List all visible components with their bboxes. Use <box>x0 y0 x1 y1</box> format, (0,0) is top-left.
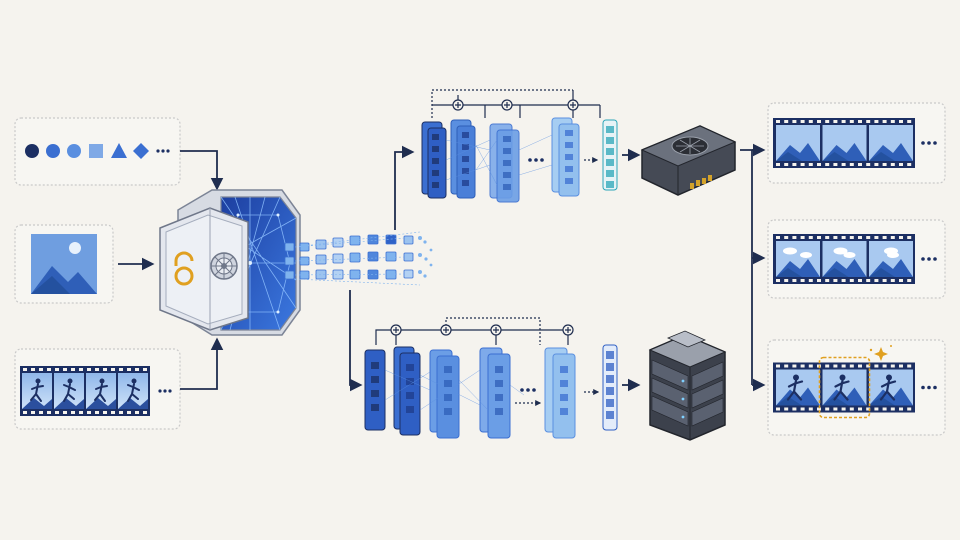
input-primitives-panel <box>14 117 181 186</box>
input-arrows <box>118 150 224 390</box>
ellipsis-icon <box>921 141 937 145</box>
lower-branch <box>364 317 641 439</box>
filmstrip-clouds-icon <box>773 234 915 284</box>
branch-arrows <box>349 145 415 392</box>
arrow-primitives-to-vault <box>180 150 224 191</box>
input-image-panel <box>14 224 114 304</box>
input-video-panel <box>14 348 181 430</box>
open-vault-icon <box>159 189 301 336</box>
gpu-card-icon <box>640 125 737 196</box>
filmstrip-mountains-icon <box>773 118 915 168</box>
dial-icon <box>210 252 238 280</box>
ellipsis-icon <box>156 149 170 153</box>
ellipsis-icon <box>921 385 937 390</box>
arrow-to-lower-branch <box>349 290 363 392</box>
output-panel-1 <box>767 102 946 184</box>
triangle-blue-icon <box>111 143 127 158</box>
ellipsis-icon <box>520 388 536 392</box>
server-rack-icon <box>648 330 727 441</box>
sparkle-icon <box>869 345 892 361</box>
ellipsis-icon <box>158 389 172 393</box>
circle-blue-icon <box>46 144 60 158</box>
arrow-video-to-vault <box>180 337 224 390</box>
square-light-icon <box>89 144 103 158</box>
plus-node-icon <box>390 324 574 336</box>
ellipsis-icon <box>528 158 544 162</box>
arrow-to-upper-branch <box>394 145 415 230</box>
circle-dark-icon <box>25 144 39 158</box>
output-panel-2 <box>767 219 946 299</box>
token-stream <box>284 231 433 286</box>
layer-stack <box>364 344 618 439</box>
plus-node-icon <box>452 99 579 111</box>
neuron-grid <box>432 126 614 190</box>
upper-branch <box>421 89 641 203</box>
running-figure-film-icon <box>20 366 150 416</box>
diamond-blue-icon <box>133 143 149 159</box>
open-access-lock-icon <box>174 251 194 286</box>
output-panel-3 <box>767 339 946 436</box>
neuron-grid <box>371 351 614 419</box>
circle-mid-icon <box>67 144 81 158</box>
layer-stack <box>421 117 618 203</box>
landscape-image-icon <box>31 234 97 294</box>
skip-connections <box>375 317 569 345</box>
output-arrows <box>740 143 766 392</box>
ellipsis-icon <box>921 257 937 261</box>
highlight-frame <box>818 356 871 419</box>
filmstrip-runner-highlighted-icon <box>773 362 915 413</box>
